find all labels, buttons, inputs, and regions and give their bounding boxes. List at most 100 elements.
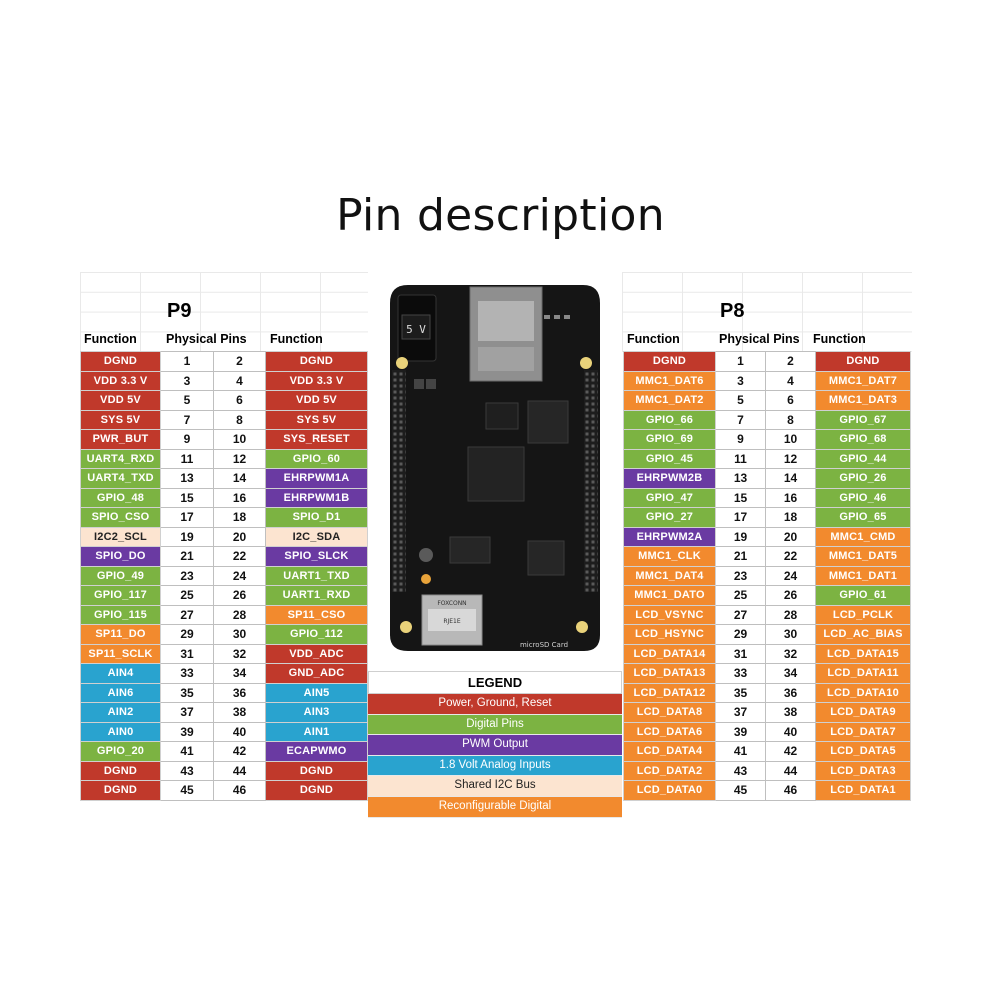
mounting-hole [580, 357, 592, 369]
memory-chip [527, 400, 569, 444]
pin-number-odd: 37 [160, 702, 214, 723]
p9-header-physical-pins: Physical Pins [166, 332, 247, 346]
pin-number-even: 46 [765, 780, 816, 801]
pin-function-left: UART4_TXD [80, 468, 161, 489]
pin-function-left: DGND [80, 760, 161, 781]
grid-background-left [80, 272, 368, 352]
pin-function-right: LCD_DATA15 [815, 643, 911, 664]
pin-function-left: MMC1_DAT2 [623, 390, 716, 411]
pin-number-odd: 25 [160, 585, 214, 606]
pin-function-left: GPIO_115 [80, 604, 161, 625]
pin-function-left: SPIO_CSO [80, 507, 161, 528]
pin-function-right: LCD_DATA3 [815, 760, 911, 781]
pin-function-right: AIN1 [265, 721, 368, 742]
pin-function-left: LCD_DATA14 [623, 643, 716, 664]
legend-item: Shared I2C Bus [368, 776, 622, 797]
pin-number-odd: 43 [160, 760, 214, 781]
p8-group-title: P8 [720, 300, 745, 322]
pin-number-even: 10 [765, 429, 816, 450]
pin-number-even: 34 [765, 663, 816, 684]
pin-function-left: AIN2 [80, 702, 161, 723]
pin-number-even: 12 [765, 448, 816, 469]
mounting-hole [400, 621, 412, 633]
pin-number-odd: 33 [160, 663, 214, 684]
pin-function-left: GPIO_20 [80, 741, 161, 762]
pin-number-even: 24 [213, 565, 266, 586]
p8-header-function-left: Function [627, 332, 680, 346]
pin-number-odd: 13 [160, 468, 214, 489]
pin-function-right: I2C_SDA [265, 526, 368, 547]
pin-number-even: 26 [765, 585, 816, 606]
pin-function-left: PWR_BUT [80, 429, 161, 450]
pin-number-even: 40 [765, 721, 816, 742]
pin-function-left: DGND [80, 780, 161, 801]
pin-function-left: VDD 5V [80, 390, 161, 411]
pin-function-right: GPIO_61 [815, 585, 911, 606]
pin-function-right: MMC1_CMD [815, 526, 911, 547]
microsd-label: microSD Card [520, 641, 568, 649]
pin-function-right: SYS_RESET [265, 429, 368, 450]
pin-number-odd: 19 [715, 526, 766, 547]
legend-item: PWM Output [368, 735, 622, 756]
pin-function-left: SP11_DO [80, 624, 161, 645]
pin-number-odd: 23 [715, 565, 766, 586]
pin-function-left: GPIO_48 [80, 487, 161, 508]
pin-function-right: DGND [265, 760, 368, 781]
pin-number-odd: 5 [160, 390, 214, 411]
pin-number-odd: 7 [160, 409, 214, 430]
pin-function-right: MMC1_DAT1 [815, 565, 911, 586]
pin-number-even: 36 [213, 682, 266, 703]
pin-function-right: MMC1_DAT7 [815, 370, 911, 391]
pin-function-right: VDD_ADC [265, 643, 368, 664]
pin-number-even: 4 [213, 370, 266, 391]
p8-header-function-right: Function [813, 332, 866, 346]
pin-function-left: AIN4 [80, 663, 161, 684]
legend-item: Power, Ground, Reset [368, 694, 622, 715]
pin-number-odd: 21 [715, 546, 766, 567]
pin-function-right: GPIO_65 [815, 507, 911, 528]
pin-number-odd: 31 [715, 643, 766, 664]
pin-number-odd: 37 [715, 702, 766, 723]
pin-function-left: LCD_HSYNC [623, 624, 716, 645]
pin-number-odd: 9 [715, 429, 766, 450]
pin-function-right: DGND [265, 780, 368, 801]
pin-function-right: GPIO_67 [815, 409, 911, 430]
pin-number-odd: 21 [160, 546, 214, 567]
pin-number-even: 8 [213, 409, 266, 430]
p9-header-function-right: Function [270, 332, 323, 346]
pin-function-right: LCD_DATA11 [815, 663, 911, 684]
pin-function-right: VDD 5V [265, 390, 368, 411]
pin-number-even: 18 [765, 507, 816, 528]
legend-item: Digital Pins [368, 714, 622, 736]
pin-number-odd: 9 [160, 429, 214, 450]
p9-group-title: P9 [167, 300, 192, 322]
pin-function-right: MMC1_DAT3 [815, 390, 911, 411]
barrel-jack-label: 5 V [406, 323, 426, 336]
pin-number-even: 44 [765, 760, 816, 781]
pin-number-even: 20 [765, 526, 816, 547]
pin-function-left: LCD_DATA2 [623, 760, 716, 781]
pin-function-left: LCD_DATA13 [623, 663, 716, 684]
pin-number-even: 16 [213, 487, 266, 508]
pin-function-right: LCD_DATA5 [815, 741, 911, 762]
pin-number-even: 26 [213, 585, 266, 606]
legend-title: LEGEND [368, 671, 622, 694]
pin-function-right: LCD_PCLK [815, 604, 911, 625]
pin-function-left: SYS 5V [80, 409, 161, 430]
